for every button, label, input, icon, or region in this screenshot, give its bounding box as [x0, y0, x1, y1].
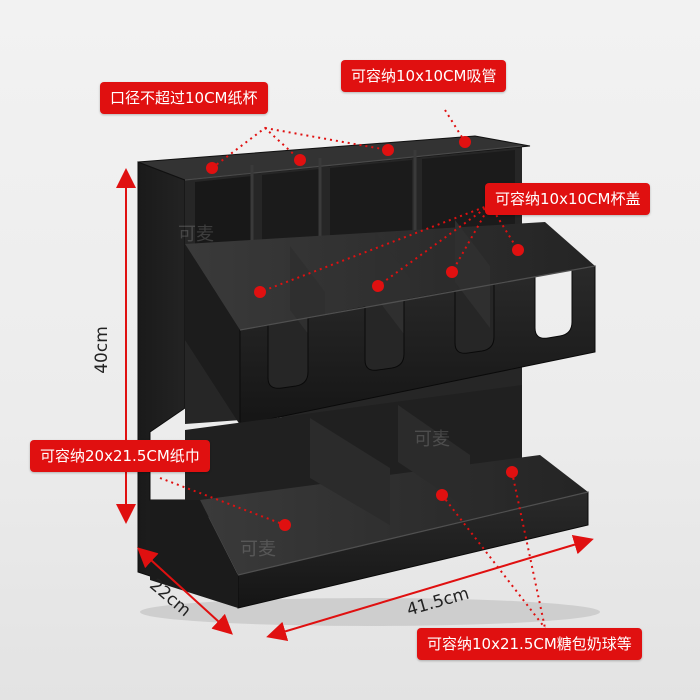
- height-dimension-label: 40cm: [92, 326, 112, 374]
- leader-lines: [159, 109, 546, 629]
- watermark-upper: 可麦: [178, 224, 214, 245]
- width-dimension-arrow: [266, 535, 594, 641]
- callout-straw-capacity: 可容纳10x10CM吸管: [341, 60, 507, 92]
- mid-shelf-side: [185, 244, 240, 425]
- callout-napkin-capacity: 可容纳20x21.5CM纸巾: [30, 440, 210, 472]
- callout-lid-capacity: 可容纳10x10CM杯盖: [485, 183, 651, 215]
- watermark-middle: 可麦: [414, 429, 450, 450]
- callout-cup-size: 口径不超过10CM纸杯: [100, 82, 268, 114]
- watermark-lower: 可麦: [240, 539, 276, 560]
- lower-dividers: [310, 405, 470, 525]
- top-rim: [137, 135, 531, 181]
- marker-dots: [206, 136, 524, 531]
- depth-dimension-arrow: [137, 547, 233, 635]
- callout-sugar-capacity: 可容纳10x21.5CM糖包奶球等: [417, 628, 642, 660]
- mid-front-panel: [239, 265, 596, 426]
